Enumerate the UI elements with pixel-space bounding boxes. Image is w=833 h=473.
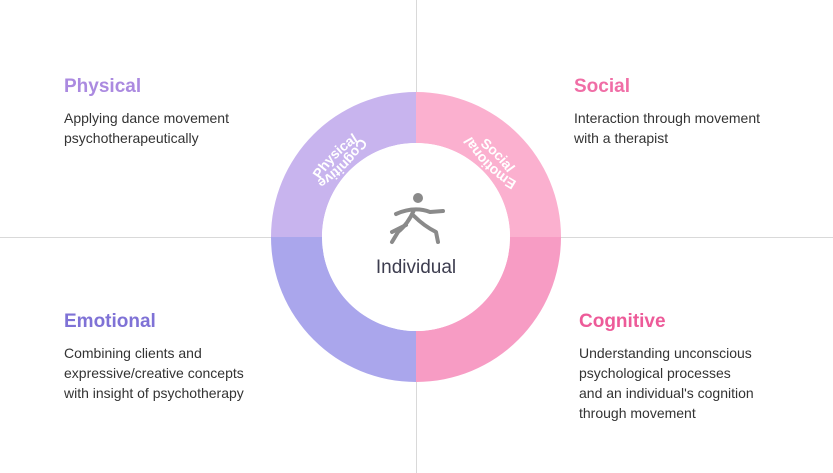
cognitive-description: Understanding unconscious psychological … (579, 345, 754, 421)
social-description: Interaction through movement with a ther… (574, 110, 760, 146)
physical-block: Physical Applying dance movement psychot… (64, 76, 229, 148)
physical-title: Physical (64, 76, 142, 97)
cognitive-title: Cognitive (579, 311, 666, 332)
dancer-icon (390, 193, 445, 244)
ring-segment-social (416, 92, 561, 237)
emotional-block: Emotional Combining clients and expressi… (64, 311, 244, 403)
cognitive-block: Cognitive Understanding unconscious psyc… (579, 311, 754, 423)
center-circle (322, 143, 510, 331)
ring-segment-physical (271, 92, 416, 237)
center-label: Individual (376, 257, 456, 278)
ring-segment-cognitive (416, 237, 561, 382)
social-block: Social Interaction through movement with… (574, 76, 760, 148)
emotional-description: Combining clients and expressive/creativ… (64, 345, 244, 401)
emotional-title: Emotional (64, 311, 156, 332)
physical-description: Applying dance movement psychotherapeuti… (64, 110, 229, 146)
social-title: Social (574, 76, 630, 97)
ring-segment-emotional (271, 237, 416, 382)
